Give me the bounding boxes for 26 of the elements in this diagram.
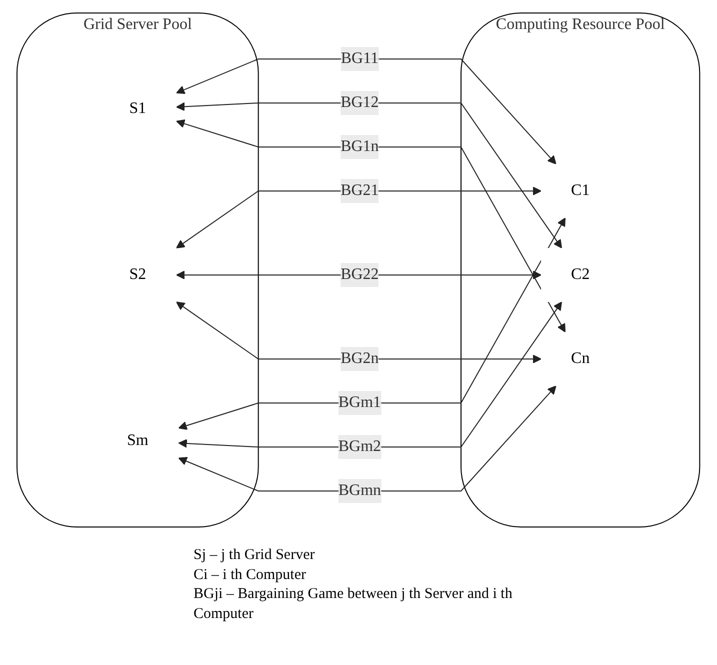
arrow (176, 186, 542, 248)
edge-label: BG11 (341, 50, 379, 67)
node-text: S1 (129, 100, 146, 117)
arrow (176, 102, 562, 248)
arrow (176, 302, 542, 364)
node-text: Sm (127, 432, 148, 449)
legend-note: Ci – i th Computer (194, 566, 307, 584)
node-text: Cn (571, 350, 590, 367)
edge-label: BGm1 (338, 394, 382, 411)
edge-label: BG2n (340, 350, 379, 367)
legend-note: BGji – Bargaining Game between j th Server and i th Computer (194, 585, 514, 624)
edge-label: BGm2 (338, 438, 382, 455)
edge-label: BG12 (340, 94, 379, 111)
edge-label: BG22 (340, 266, 379, 283)
arrow (176, 270, 542, 280)
arrow (176, 58, 556, 164)
arrow (178, 386, 556, 492)
edge-label: BG1n (340, 138, 379, 155)
legend-note: Sj – j th Grid Server (194, 546, 316, 565)
node-text: S2 (129, 266, 146, 283)
edge-label: BG21 (340, 182, 379, 199)
arrow (176, 119, 566, 332)
edge-label: BGmn (338, 482, 382, 499)
arrow (178, 302, 562, 448)
node-text: C1 (571, 182, 590, 199)
arrow (178, 218, 566, 430)
